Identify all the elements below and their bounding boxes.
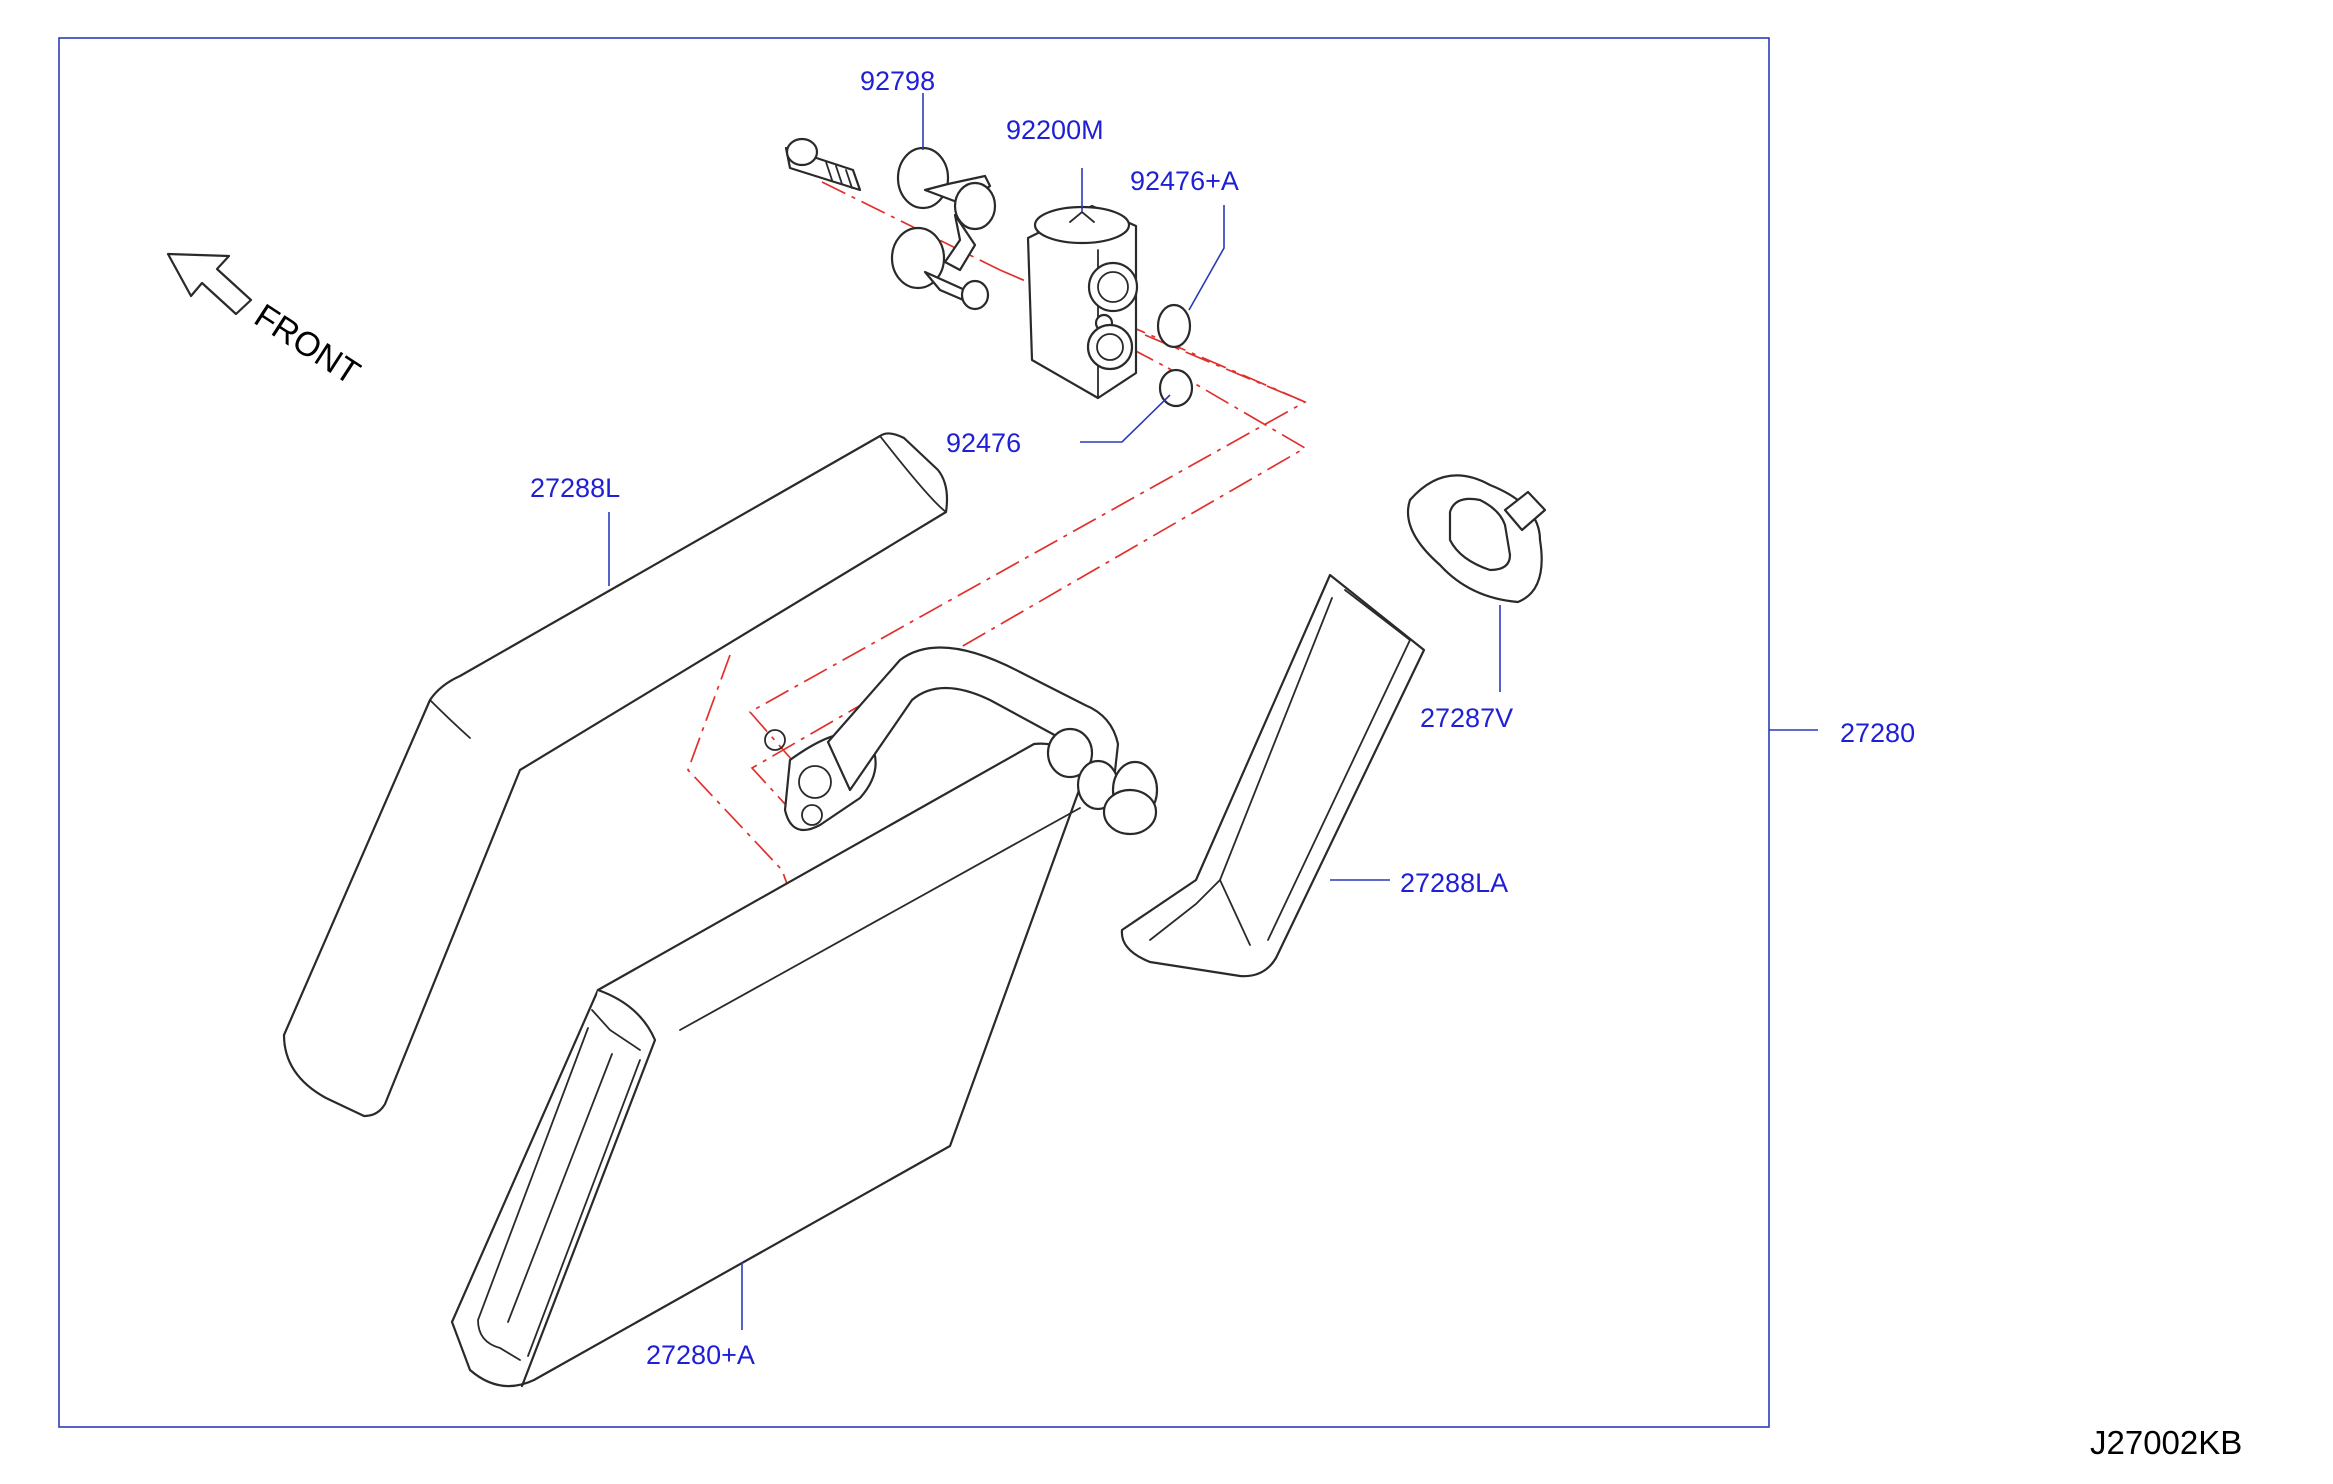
callout-92798: 92798 [860,66,935,96]
callout-27287v: 27287V [1420,703,1513,733]
bolt-part [784,137,862,192]
callout-27288la: 27288LA [1400,868,1508,898]
front-label: FRONT [248,297,367,393]
assembly-frame [58,37,1770,1428]
expansion-valve-part [1026,204,1139,400]
insulator-left-part [282,432,949,1118]
front-arrow-icon: FRONT [166,252,367,393]
core-pipe-part [764,646,1159,836]
o-ring-upper-part [1156,303,1192,349]
reference-code: J27002KB [2090,1424,2242,1461]
callout-92476a: 92476+A [1130,166,1239,196]
evaporator-core-part [450,742,1084,1388]
callout-27280: 27280 [1840,718,1915,748]
seal-part [1406,474,1547,604]
callout-92476: 92476 [946,428,1021,458]
callout-27288l: 27288L [530,473,620,503]
callout-27280a: 27280+A [646,1340,755,1370]
washer-parts [890,146,997,311]
insulator-right-part [1120,573,1426,978]
leader-lines [608,93,1818,1330]
callout-92200m: 92200M [1006,115,1104,145]
